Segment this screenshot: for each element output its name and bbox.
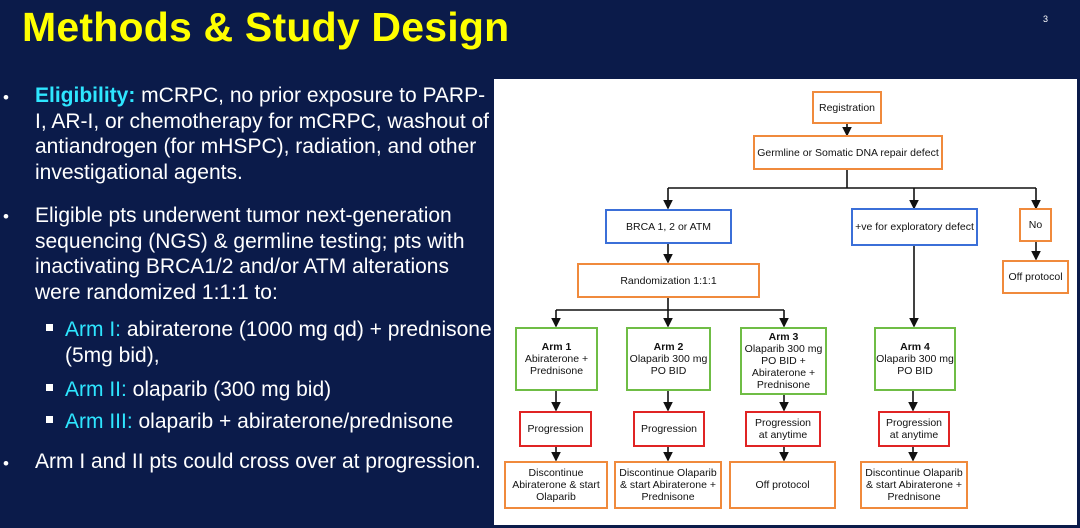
eligibility-label: Eligibility:	[35, 84, 136, 107]
arm2-text: olaparib (300 mg bid)	[126, 378, 332, 401]
end-arm4-box: Discontinue Olaparib & start Abiraterone…	[860, 461, 968, 509]
end-arm2-box: Discontinue Olaparib & start Abiraterone…	[614, 461, 722, 509]
slide-title: Methods & Study Design	[22, 4, 510, 50]
arm2-label: Arm II:	[65, 378, 127, 401]
page-number: 3	[1043, 14, 1049, 24]
progression-arm3-box: Progression at anytime	[745, 411, 821, 447]
brca-atm-box: BRCA 1, 2 or ATM	[605, 209, 732, 244]
no-box: No	[1019, 208, 1052, 242]
arm2-title: Arm 2	[653, 341, 684, 353]
square-bullet	[46, 416, 53, 423]
arm3-label: Arm III:	[65, 410, 133, 433]
arm1-text: abiraterone (1000 mg qd) + prednisone (5…	[65, 318, 492, 367]
sub-bullet-arm3: Arm III: olaparib + abiraterone/predniso…	[65, 409, 495, 435]
randomization-box: Randomization 1:1:1	[577, 263, 760, 298]
bullet-marker: •	[3, 207, 9, 226]
square-bullet	[46, 384, 53, 391]
diagram-connectors	[551, 124, 1041, 462]
arm1-title: Arm 1	[541, 341, 572, 353]
sub-bullet-arm1: Arm I: abiraterone (1000 mg qd) + predni…	[65, 317, 495, 368]
exploratory-defect-box: +ve for exploratory defect	[851, 208, 978, 246]
bullet-eligibility: Eligibility: mCRPC, no prior exposure to…	[35, 83, 495, 185]
end-arm1-box: Discontinue Abiraterone & start Olaparib	[504, 461, 608, 509]
registration-box: Registration	[812, 91, 882, 124]
off-protocol-top-box: Off protocol	[1002, 260, 1069, 294]
progression-arm1-box: Progression	[519, 411, 592, 447]
end-arm3-box: Off protocol	[729, 461, 836, 509]
bullet-marker: •	[3, 88, 9, 107]
dna-repair-defect-box: Germline or Somatic DNA repair defect	[753, 135, 943, 170]
progression-arm4-box: Progression at anytime	[878, 411, 950, 447]
bullet-crossover: Arm I and II pts could cross over at pro…	[35, 450, 481, 473]
arm4-title: Arm 4	[900, 341, 930, 353]
eligibility-text: mCRPC, no prior exposure to PARP-I, AR-I…	[35, 84, 490, 184]
sub-bullet-arm2: Arm II: olaparib (300 mg bid)	[65, 377, 495, 403]
square-bullet	[46, 324, 53, 331]
arm1-text: Abiraterone + Prednisone	[524, 353, 589, 377]
arm3-title: Arm 3	[768, 331, 799, 343]
study-design-diagram: Registration Germline or Somatic DNA rep…	[494, 79, 1077, 525]
bullet-ngs: Eligible pts underwent tumor next-genera…	[35, 204, 465, 304]
arm3-text: olaparib + abiraterone/prednisone	[132, 410, 454, 433]
progression-arm2-box: Progression	[633, 411, 705, 447]
arm1-label: Arm I:	[65, 318, 121, 341]
arm3-text: Olaparib 300 mg PO BID + Abiraterone + P…	[744, 343, 823, 391]
arm2-text: Olaparib 300 mg PO BID	[629, 353, 708, 377]
arm4-text: Olaparib 300 mg PO BID	[876, 353, 954, 377]
bullet-marker: •	[3, 454, 9, 473]
